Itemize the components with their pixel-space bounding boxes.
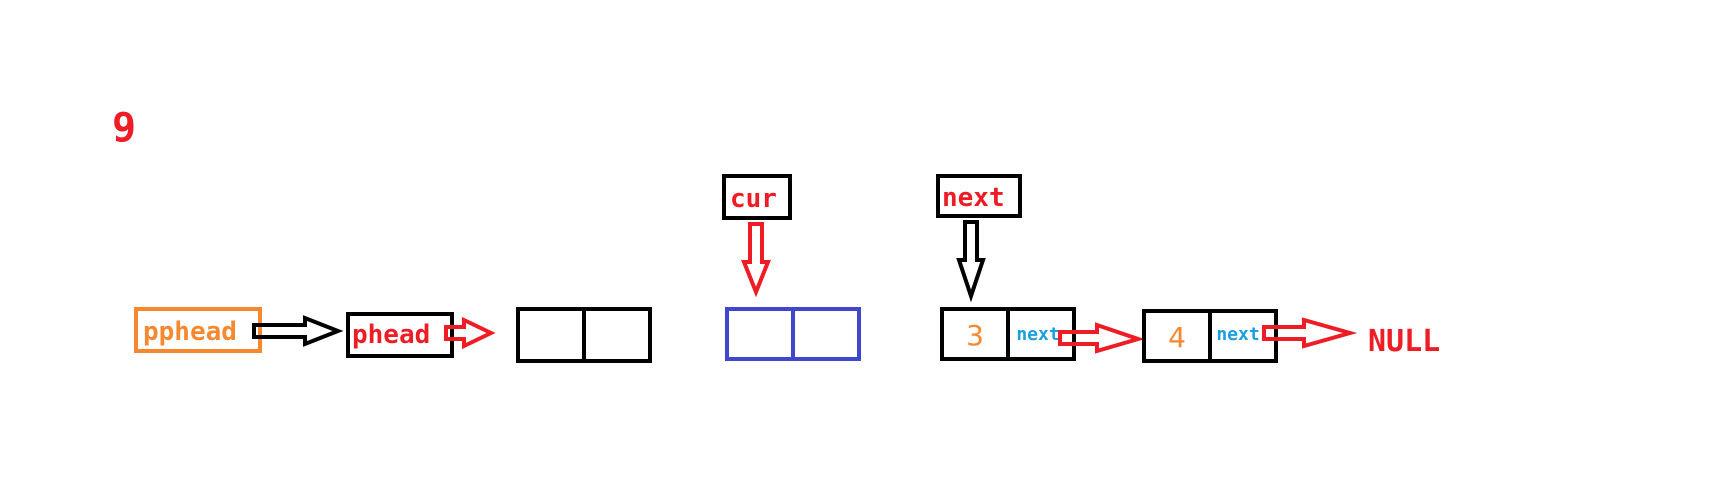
next-pointer-label: next	[942, 183, 1005, 213]
node1-value-cell	[516, 307, 586, 363]
node4-next: next	[1216, 324, 1259, 345]
cur-label: cur	[730, 184, 777, 214]
node2-value-cell	[725, 307, 795, 361]
next-to-node3-arrow	[956, 220, 986, 303]
next-pointer-box	[936, 174, 1022, 218]
node4-value: 4	[1168, 321, 1186, 354]
node2-next-cell	[791, 307, 861, 361]
node1-next-cell	[582, 307, 652, 363]
phead-to-node1-arrow	[444, 316, 496, 350]
pphead-box	[134, 307, 262, 353]
step-number: 9	[112, 105, 136, 151]
phead-label: phead	[352, 320, 430, 350]
node4-to-null-arrow	[1262, 317, 1358, 349]
node3-to-node4-arrow	[1058, 322, 1145, 354]
list-node-3: 3 next	[940, 307, 1076, 361]
pphead-to-phead-arrow	[252, 315, 344, 347]
list-node-1	[516, 307, 652, 363]
cur-box	[722, 174, 792, 220]
cur-to-node2-arrow	[741, 222, 771, 298]
pphead-label: pphead	[143, 317, 237, 347]
node3-value: 3	[966, 319, 984, 352]
phead-box	[346, 312, 454, 358]
list-node-2	[725, 307, 861, 361]
node4-next-cell	[1208, 309, 1278, 363]
node3-next: next	[1016, 324, 1059, 345]
null-label: NULL	[1368, 324, 1440, 359]
list-node-4: 4 next	[1142, 309, 1278, 363]
